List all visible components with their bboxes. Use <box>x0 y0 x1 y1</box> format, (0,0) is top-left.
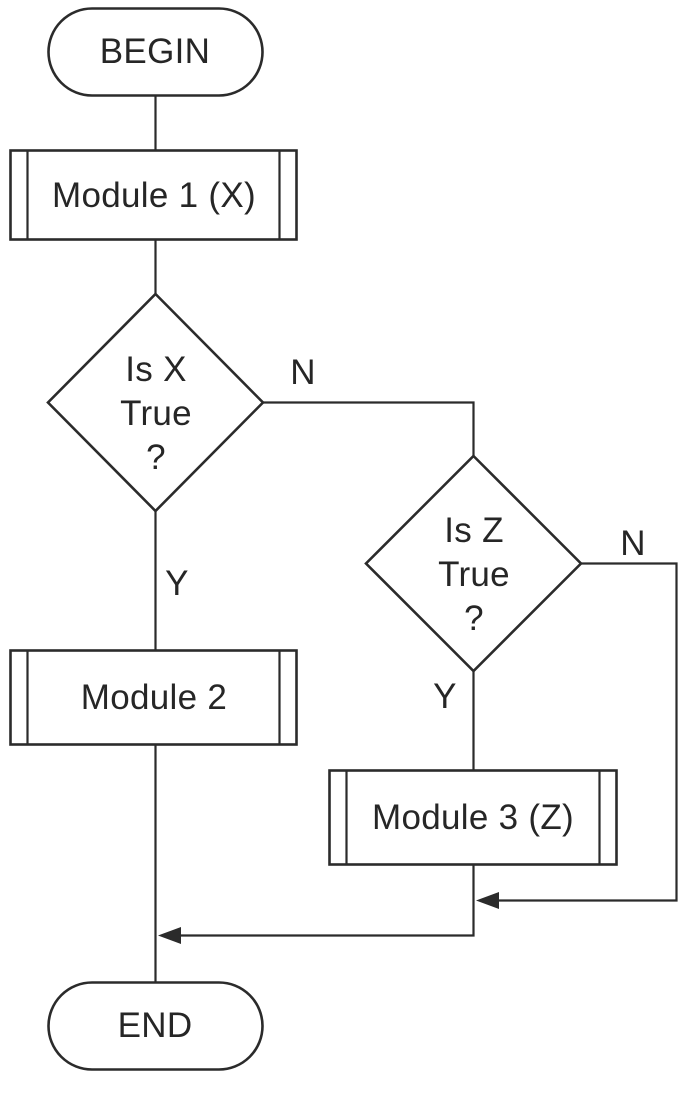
module3-inner-bars <box>345 770 601 865</box>
arrowhead-z-no-merge <box>476 892 499 909</box>
arrowhead-module3-merge <box>158 927 181 944</box>
branch-label-x-yes: Y <box>165 564 189 603</box>
decision-z-label: Is Z True ? <box>438 511 510 638</box>
module2-label: Module 2 <box>80 678 228 717</box>
module2-inner-bars <box>26 650 281 745</box>
decision-x-label: Is X True ? <box>120 350 192 477</box>
branch-label-z-yes: Y <box>433 677 457 716</box>
module2-box <box>9 649 298 746</box>
decision-z-diamond <box>364 454 583 673</box>
edge-decision-x-no-to-decision-z <box>262 401 475 458</box>
branch-label-z-no: N <box>620 524 646 563</box>
module3-label: Module 3 (Z) <box>372 798 574 837</box>
end-label: END <box>117 1006 193 1045</box>
module1-box <box>9 149 298 241</box>
branch-label-x-no: N <box>290 353 316 392</box>
module1-label: Module 1 (X) <box>52 176 256 215</box>
decision-x-diamond <box>46 292 265 513</box>
end-terminator-shape <box>47 981 264 1071</box>
edge-decision-z-no-to-merge <box>492 562 678 902</box>
begin-terminator-shape <box>47 7 264 97</box>
module3-box <box>328 769 618 866</box>
module1-inner-bars <box>26 150 281 240</box>
edge-module3-to-merge <box>172 864 475 937</box>
begin-label: BEGIN <box>99 32 211 71</box>
